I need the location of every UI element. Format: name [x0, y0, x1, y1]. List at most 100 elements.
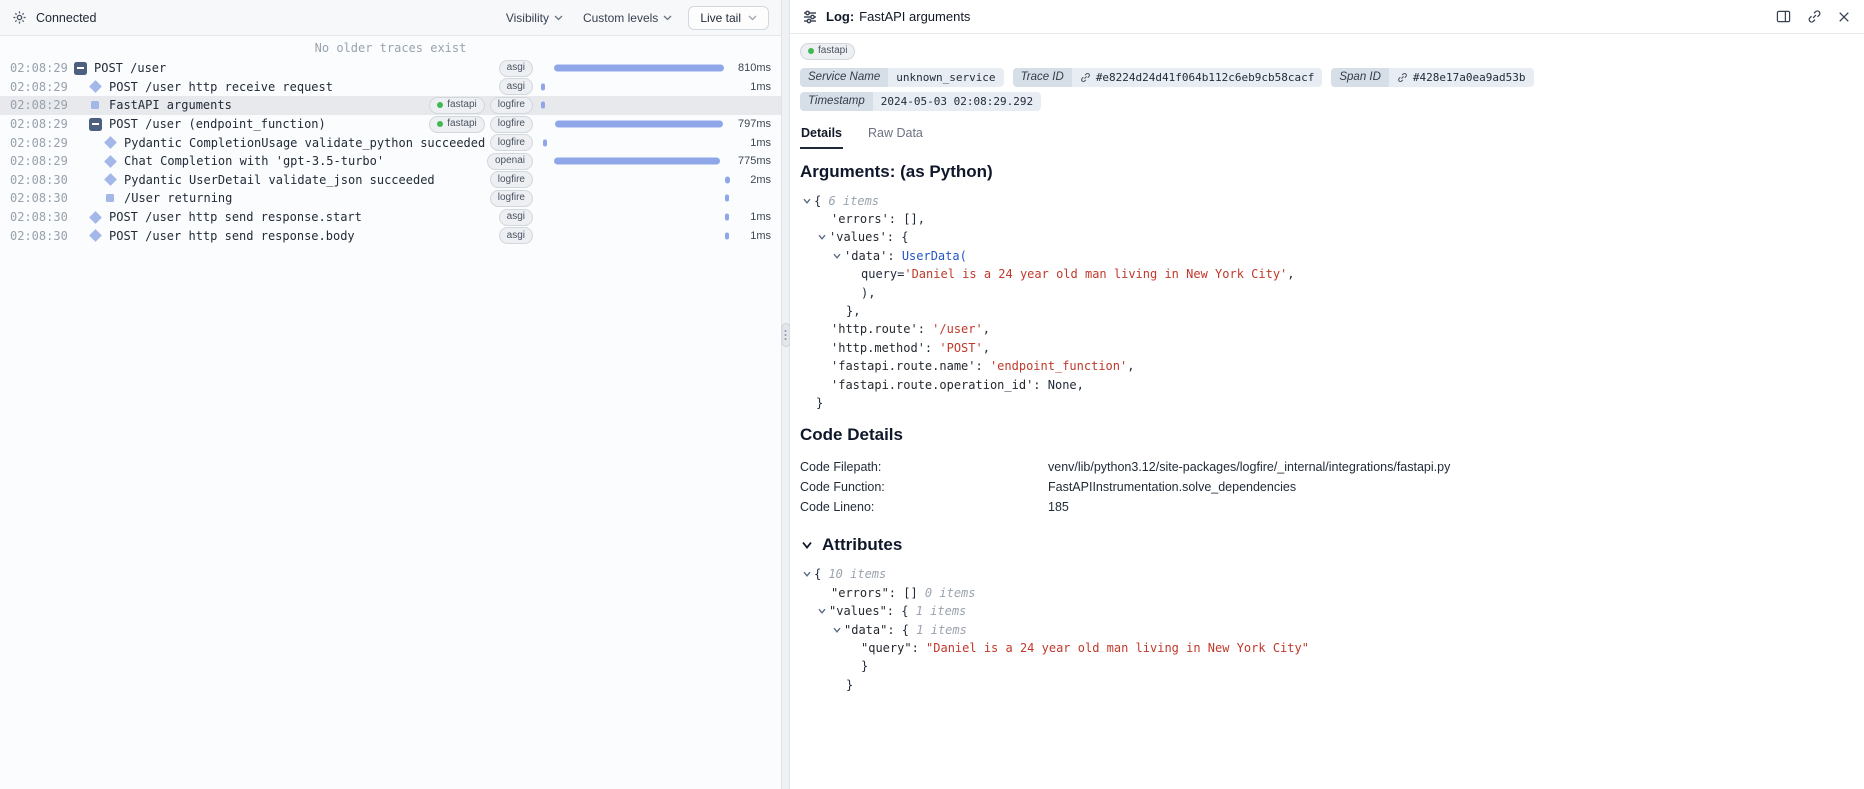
- json-token-key: 'fastapi.route.operation_id': [831, 377, 1034, 392]
- panel-resize-divider[interactable]: [781, 0, 790, 789]
- expand-caret-icon[interactable]: [817, 228, 829, 246]
- indent-spacer: [74, 161, 104, 162]
- close-icon[interactable]: [1838, 11, 1850, 23]
- json-token-key: 'fastapi.route.name': [831, 359, 976, 374]
- expand-caret-icon[interactable]: [832, 247, 844, 265]
- scope-badge: openai: [486, 152, 533, 170]
- live-tail-select[interactable]: Live tail: [688, 5, 769, 30]
- chip-value: 2024-05-03 02:08:29.292: [872, 91, 1042, 111]
- json-token-plain: ,: [982, 322, 990, 337]
- json-token-key: 'http.route': [831, 322, 918, 337]
- json-token-plain: : {: [886, 604, 916, 619]
- trace-duration-bar: [554, 120, 724, 128]
- indent-spacer: [74, 217, 89, 218]
- trace-timeline: [539, 59, 735, 78]
- span-diamond-icon: [89, 229, 102, 243]
- span-diamond-icon: [89, 210, 102, 224]
- custom-levels-dropdown[interactable]: Custom levels: [583, 11, 672, 25]
- trace-row-duration: 775ms: [737, 155, 771, 168]
- trace-duration-bar: [725, 194, 730, 202]
- meta-chip: Trace ID#e8224d24d41f064b112c6eb9cb58cac…: [1012, 67, 1323, 87]
- indent-spacer: [74, 86, 89, 87]
- attributes-section-toggle[interactable]: Attributes: [800, 535, 1848, 555]
- chip-value[interactable]: #e8224d24d41f064b112c6eb9cb58cacf: [1071, 67, 1323, 87]
- json-token-plain: }: [846, 677, 854, 692]
- indent-spacer: [74, 235, 89, 236]
- json-line: },: [800, 302, 1848, 320]
- expand-caret-icon[interactable]: [802, 192, 814, 210]
- scope-badge-label: asgi: [506, 62, 525, 74]
- json-line: }: [800, 657, 1848, 675]
- panel-toggle-icon[interactable]: [1776, 9, 1791, 24]
- scope-badge: logfire: [489, 189, 533, 207]
- scope-badge: fastapi: [800, 42, 856, 60]
- scope-badge-label: fastapi: [447, 118, 477, 130]
- collapse-toggle-icon[interactable]: [89, 117, 102, 131]
- trace-timeline: [539, 208, 735, 227]
- chip-label: Span ID: [1331, 67, 1389, 87]
- trace-row-duration: 1ms: [750, 229, 771, 242]
- copy-link-icon[interactable]: [1807, 9, 1822, 24]
- log-icon: [802, 9, 818, 25]
- json-token-meta: 1 items: [916, 622, 967, 637]
- scope-badge: asgi: [498, 59, 533, 77]
- collapse-toggle-icon[interactable]: [74, 61, 87, 75]
- scope-badge: asgi: [498, 227, 533, 245]
- scope-badge-label: openai: [494, 155, 525, 167]
- json-token-str: "Daniel is a 24 year old man living in N…: [926, 641, 1309, 655]
- json-token-plain: : [],: [888, 211, 925, 226]
- expand-caret-icon[interactable]: [817, 602, 829, 620]
- trace-duration-bar: [540, 101, 546, 109]
- trace-row-duration: 1ms: [750, 211, 771, 224]
- trace-timeline: [539, 78, 735, 97]
- tab-details[interactable]: Details: [800, 126, 843, 149]
- indent-spacer: [74, 105, 89, 106]
- visibility-dropdown[interactable]: Visibility: [506, 11, 563, 25]
- trace-duration-bar: [725, 176, 731, 184]
- scope-badge: fastapi: [429, 96, 485, 114]
- scope-badge-label: asgi: [506, 211, 525, 223]
- detail-title: Log:FastAPI arguments: [826, 9, 970, 24]
- scope-badge: asgi: [498, 208, 533, 226]
- code-details-heading: Code Details: [800, 425, 903, 445]
- json-token-key: "query": [861, 641, 912, 655]
- scope-badge-label: asgi: [506, 229, 525, 241]
- trace-toolbar: Connected Visibility Custom levels Live …: [0, 0, 781, 36]
- json-token-plain: :: [975, 359, 990, 374]
- code-detail-value: FastAPIInstrumentation.solve_dependencie…: [1048, 480, 1297, 495]
- resize-handle[interactable]: [781, 323, 790, 348]
- settings-gear-icon[interactable]: [12, 10, 27, 25]
- json-token-cls: UserData(: [901, 248, 967, 263]
- expand-caret-icon[interactable]: [802, 565, 814, 583]
- span-diamond-icon: [89, 80, 102, 94]
- json-token-plain: :: [887, 248, 902, 263]
- trace-row-time: 02:08:29: [10, 79, 68, 94]
- trace-row-label: POST /user http send response.start: [109, 210, 362, 225]
- chip-value[interactable]: #428e17a0ea9ad53b: [1388, 67, 1534, 87]
- expand-caret-icon[interactable]: [832, 621, 844, 639]
- trace-duration-bar: [553, 157, 721, 165]
- code-detail-label: Code Lineno:: [800, 500, 875, 515]
- json-token-plain: query=: [861, 267, 905, 282]
- tab-raw-data[interactable]: Raw Data: [868, 125, 923, 140]
- json-token-plain: :: [924, 340, 940, 355]
- trace-row-time: 02:08:29: [10, 61, 68, 76]
- json-line: 'errors': [],: [800, 210, 1848, 228]
- trace-row-time: 02:08:30: [10, 191, 68, 206]
- trace-row-duration: 2ms: [750, 173, 771, 186]
